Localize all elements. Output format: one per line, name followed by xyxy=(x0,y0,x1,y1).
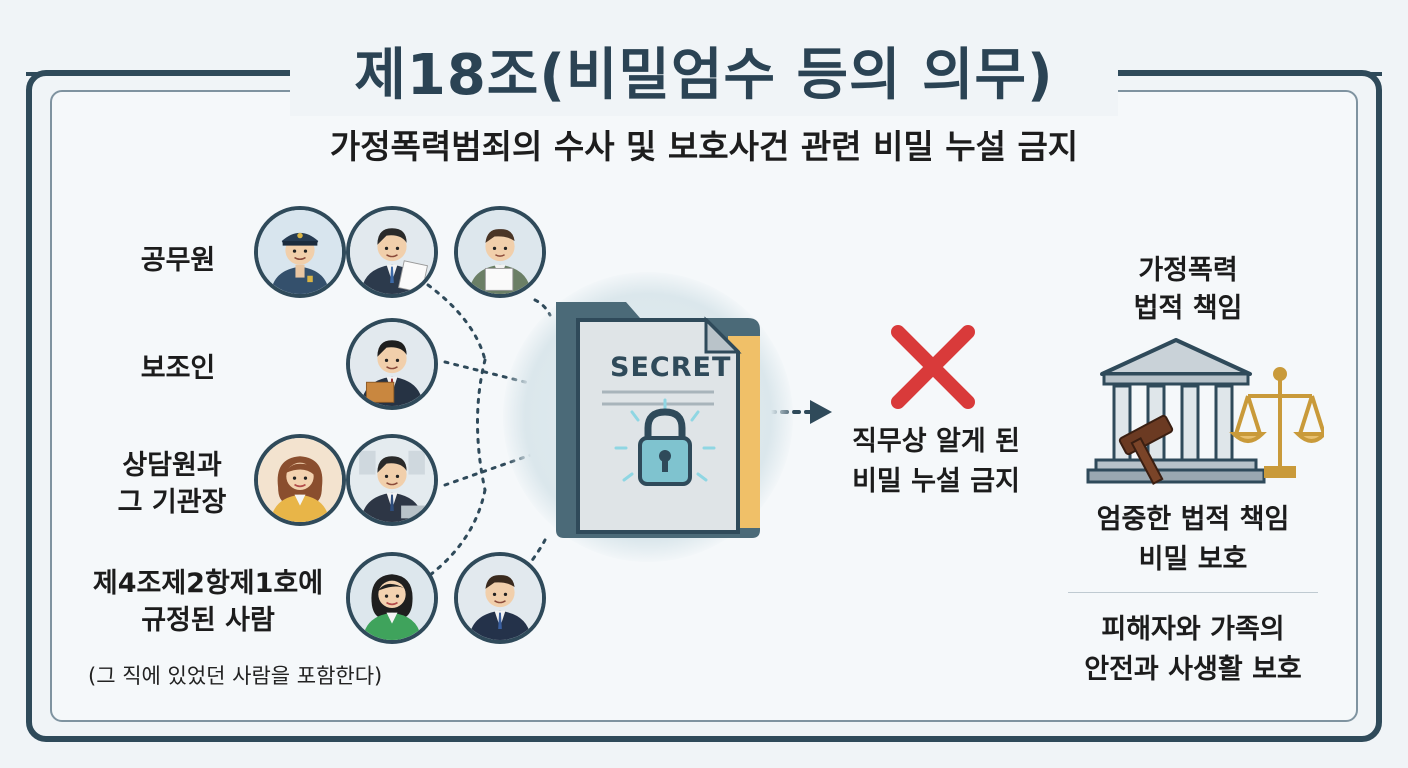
legal-duty: 엄중한 법적 책임 비밀 보호 xyxy=(1068,500,1318,580)
label-designated-line2: 규정된 사람 xyxy=(141,605,275,636)
label-assistant: 보조인 xyxy=(140,353,216,384)
person-icon xyxy=(454,206,546,298)
lock-icon xyxy=(614,398,716,486)
police-officer-icon xyxy=(254,206,346,298)
page-title: 제18조(비밀엄수 등의 의무) xyxy=(354,42,1054,108)
label-counselor-line1: 상담원과 xyxy=(122,450,222,481)
legal-heading-line1: 가정폭력 xyxy=(1138,255,1238,286)
label-designated-line1: 제4조제2항제1호에 xyxy=(92,568,324,599)
victim-protection: 피해자와 가족의 안전과 사생활 보호 xyxy=(1058,610,1328,690)
woman-icon xyxy=(346,552,438,644)
title-rule-right xyxy=(1110,72,1382,76)
title-rule-left xyxy=(26,72,298,76)
legal-heading-line2: 법적 책임 xyxy=(1133,293,1243,324)
note-former-position: (그 직에 있었던 사람을 포함한다) xyxy=(88,664,383,688)
protection-line1: 피해자와 가족의 xyxy=(1101,614,1285,645)
prohibition-text: 직무상 알게 된 비밀 누설 금지 xyxy=(826,422,1046,502)
prohibition-line1: 직무상 알게 된 xyxy=(852,426,1020,457)
cross-icon xyxy=(891,325,975,409)
legal-duty-line1: 엄중한 법적 책임 xyxy=(1096,504,1290,535)
right-divider xyxy=(1068,592,1318,593)
label-designated-person: 제4조제2항제1호에 규정된 사람 xyxy=(78,565,338,639)
secret-label: SECRET xyxy=(610,352,732,383)
scales-icon xyxy=(1229,367,1324,478)
gavel-icon xyxy=(1118,414,1174,486)
folder-icon xyxy=(556,302,760,538)
prohibition-line2: 비밀 누설 금지 xyxy=(852,466,1020,497)
label-counselor: 상담원과 그 기관장 xyxy=(92,447,252,521)
title-block: 제18조(비밀엄수 등의 의무) xyxy=(290,24,1118,116)
agency-head-icon xyxy=(346,434,438,526)
label-counselor-line2: 그 기관장 xyxy=(117,487,227,518)
assistant-icon xyxy=(346,318,438,410)
courthouse-icon xyxy=(1086,338,1324,486)
legal-heading: 가정폭력 법적 책임 xyxy=(1088,252,1288,328)
inner-frame xyxy=(50,90,1358,722)
label-public-official: 공무원 xyxy=(140,245,216,276)
page-subtitle: 가정폭력범죄의 수사 및 보호사건 관련 비밀 누설 금지 xyxy=(329,127,1079,166)
official-icon xyxy=(346,206,438,298)
counselor-icon xyxy=(254,434,346,526)
protection-line2: 안전과 사생활 보호 xyxy=(1084,654,1302,685)
legal-duty-line2: 비밀 보호 xyxy=(1138,544,1248,575)
man-icon xyxy=(454,552,546,644)
